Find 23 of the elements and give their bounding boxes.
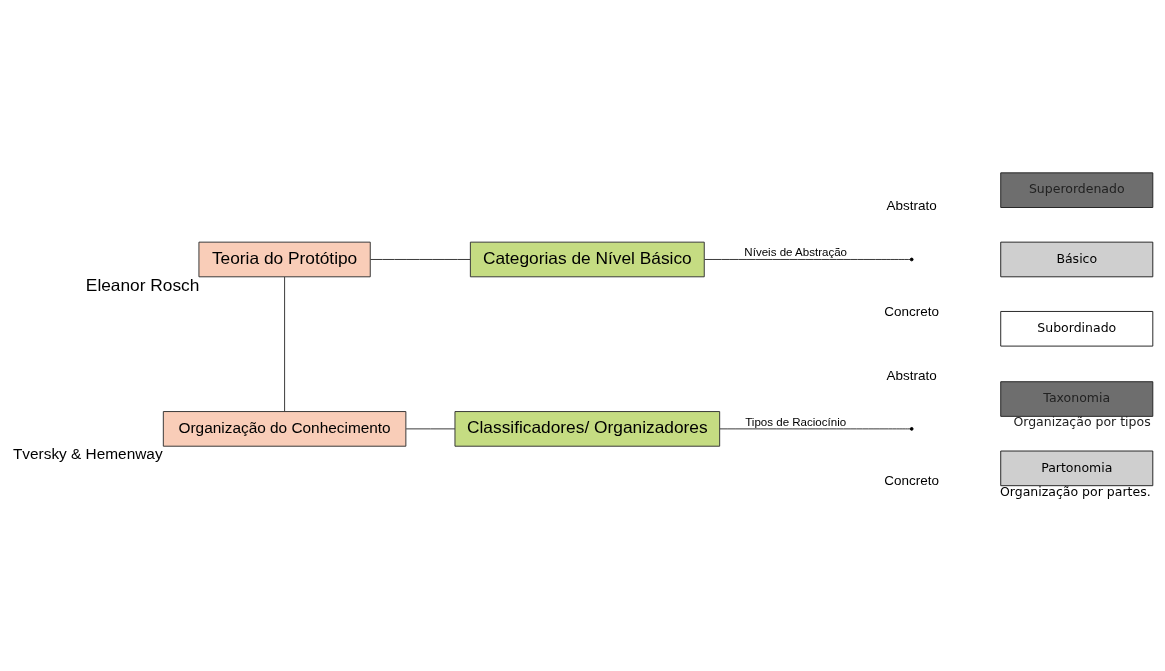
connector — [284, 276, 286, 412]
node-box: Superordenado — [1000, 171, 1154, 208]
label: Abstrato — [886, 367, 937, 383]
node-label: Tversky & Hemenway — [12, 444, 163, 462]
node-box: Partonomia — [1000, 450, 1154, 486]
edge-label: Tipos de Raciocínio — [745, 415, 847, 428]
node-box: Teoria do Protótipo — [198, 241, 371, 277]
edge-label: Níveis de Abstração — [744, 245, 848, 258]
node-label: Organização por partes. — [1000, 483, 1151, 499]
label: Abstrato — [886, 197, 937, 213]
node-box: Subordinado — [1000, 310, 1154, 347]
node-box: Básico — [1000, 241, 1154, 277]
connector — [704, 258, 911, 260]
connector — [370, 258, 471, 260]
node-label: Eleanor Rosch — [85, 274, 200, 295]
node-box: Categorias de Nível Básico — [469, 241, 705, 277]
node-box: Classificadores/ Organizadores — [454, 410, 721, 447]
connector — [405, 427, 456, 429]
label: Concreto — [884, 303, 940, 319]
node-box: Taxonomia — [1000, 380, 1154, 417]
connector — [719, 427, 911, 429]
label: Concreto — [884, 472, 940, 488]
node-box: Organização do Conhecimento — [162, 410, 407, 447]
